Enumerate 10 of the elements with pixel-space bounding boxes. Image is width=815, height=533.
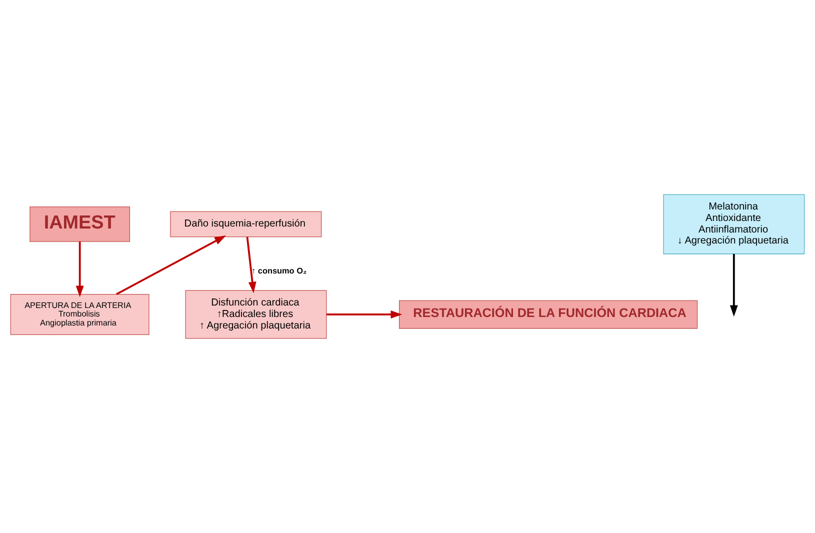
- node-box: RESTAURACIÓN DE LA FUNCIÓN CARDIACA: [398, 300, 698, 329]
- arrow: [246, 236, 256, 294]
- node-box: Daño isquemia-reperfusión: [170, 211, 322, 238]
- node-box: Melatonina Antioxidante Antiinflamatorio ↓ Agregación plaquetaria: [663, 194, 805, 254]
- node-box: Disfunción cardiaca ↑Radicales libres ↑ Agregación plaquetaria: [185, 290, 327, 339]
- arrow: [116, 235, 226, 296]
- arrow: [326, 310, 402, 318]
- arrow: [730, 254, 738, 317]
- arrow: [76, 242, 84, 298]
- node-box: IAMEST: [30, 206, 130, 242]
